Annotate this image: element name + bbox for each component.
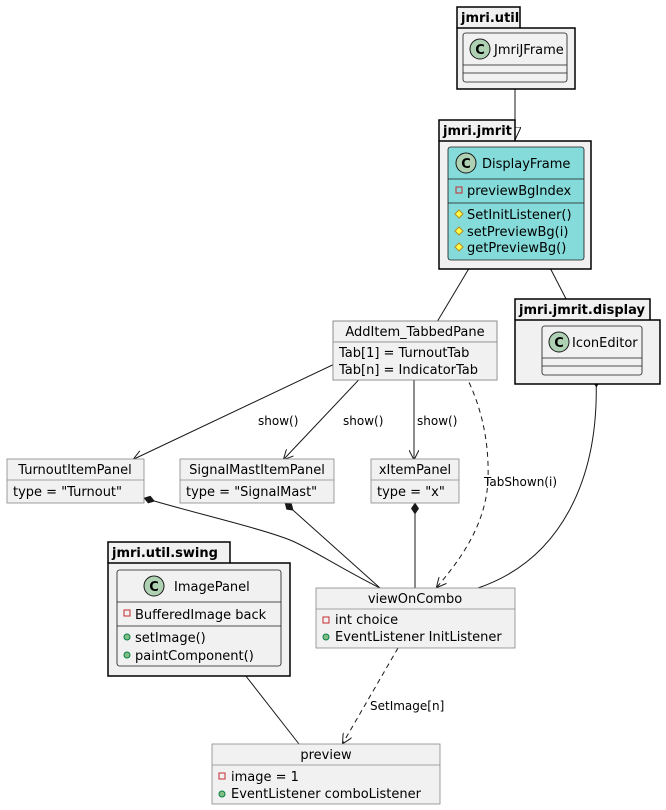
- method-setimage: setImage(): [135, 631, 206, 646]
- object-row: Tab[1] = TurnoutTab: [338, 346, 469, 361]
- protected-visibility-icon: [454, 242, 464, 252]
- object-field: int choice: [335, 613, 398, 628]
- label-tabshown: TabShown(i): [483, 475, 557, 489]
- public-visibility-icon: [123, 651, 131, 659]
- field-previewbgindex: previewBgIndex: [467, 184, 572, 199]
- class-imagepanel: C ImagePanel BufferedImage back setImage…: [116, 569, 282, 667]
- label-show-turnout: show(): [258, 414, 298, 428]
- class-stereotype-icon: [548, 331, 570, 353]
- class-name: JmriJFrame: [493, 43, 564, 58]
- object-name: viewOnCombo: [368, 592, 462, 607]
- label-setimage: SetImage[n]: [370, 699, 444, 713]
- object-turnoutitempanel: TurnoutItemPanel type = "Turnout": [6, 458, 145, 504]
- class-stereotype-icon: [455, 152, 477, 174]
- edge-composition-iconeditor-viewoncombo: [477, 375, 601, 589]
- object-viewoncombo: viewOnCombo int choice EventListener Ini…: [315, 587, 516, 649]
- method-setpreviewbg: setPreviewBg(i): [467, 225, 568, 240]
- object-preview: preview image = 1 EventListener comboLis…: [211, 743, 441, 805]
- object-signalmastitempanel: SignalMastItemPanel type = "SignalMast": [179, 458, 335, 504]
- stereotype-letter: C: [149, 580, 159, 595]
- class-name: DisplayFrame: [482, 157, 570, 172]
- object-name: preview: [300, 748, 352, 763]
- object-field: EventListener comboListener: [231, 787, 422, 802]
- package-title: jmri.util.swing: [111, 546, 218, 561]
- edge-composition-additem: [436, 259, 475, 323]
- class-displayframe: C DisplayFrame previewBgIndex SetInitLis…: [447, 146, 585, 261]
- class-stereotype-icon: [469, 38, 491, 60]
- method-getpreviewbg: getPreviewBg(): [467, 241, 566, 256]
- private-visibility-icon: [218, 772, 226, 780]
- edge-association-imagepanel: [237, 665, 300, 745]
- edge-composition-turnout: [143, 495, 381, 589]
- package-title: jmri.util: [460, 11, 519, 26]
- edge-setimage: [343, 647, 399, 743]
- public-visibility-icon: [123, 633, 131, 641]
- object-field: EventListener InitListener: [335, 630, 502, 645]
- private-visibility-icon: [123, 609, 131, 617]
- class-name: ImagePanel: [174, 580, 250, 595]
- method-paintcomponent: paintComponent(): [135, 649, 254, 664]
- object-field: image = 1: [231, 770, 299, 785]
- public-visibility-icon: [322, 633, 330, 641]
- protected-visibility-icon: [454, 226, 464, 236]
- object-name: TurnoutItemPanel: [17, 463, 132, 478]
- object-row: Tab[n] = IndicatorTab: [338, 363, 478, 378]
- edge-tabshown: [437, 350, 489, 587]
- package-title: jmri.jmrit.display: [518, 303, 645, 318]
- class-iconeditor: C IconEditor: [541, 325, 643, 376]
- object-xitempanel: xItemPanel type = "x": [370, 458, 460, 504]
- label-show-signalmast: show(): [343, 414, 383, 428]
- stereotype-letter: C: [461, 157, 471, 172]
- object-row: type = "Turnout": [13, 485, 122, 500]
- method-setinitlistener: SetInitListener(): [467, 208, 572, 223]
- stereotype-letter: C: [475, 43, 485, 58]
- object-additem-tabbedpane: AddItem_TabbedPane Tab[1] = TurnoutTab T…: [332, 320, 498, 381]
- public-visibility-icon: [218, 790, 226, 798]
- stereotype-letter: C: [554, 336, 564, 351]
- edge-composition-signalmast: [284, 502, 381, 589]
- protected-visibility-icon: [454, 209, 464, 219]
- private-visibility-icon: [455, 186, 463, 194]
- class-stereotype-icon: [143, 575, 165, 597]
- object-row: type = "x": [377, 485, 445, 500]
- object-name: AddItem_TabbedPane: [345, 325, 484, 340]
- field-bufferedimage: BufferedImage back: [135, 608, 267, 623]
- object-row: type = "SignalMast": [186, 485, 317, 500]
- label-show-xitem: show(): [417, 414, 457, 428]
- object-name: SignalMastItemPanel: [189, 463, 325, 478]
- class-name: IconEditor: [572, 336, 638, 351]
- edge-show-turnout: [134, 350, 363, 459]
- private-visibility-icon: [322, 616, 330, 624]
- package-title: jmri.jmrit: [442, 124, 512, 139]
- object-name: xItemPanel: [379, 463, 451, 478]
- class-jmrijframe: C JmriJFrame: [462, 32, 568, 83]
